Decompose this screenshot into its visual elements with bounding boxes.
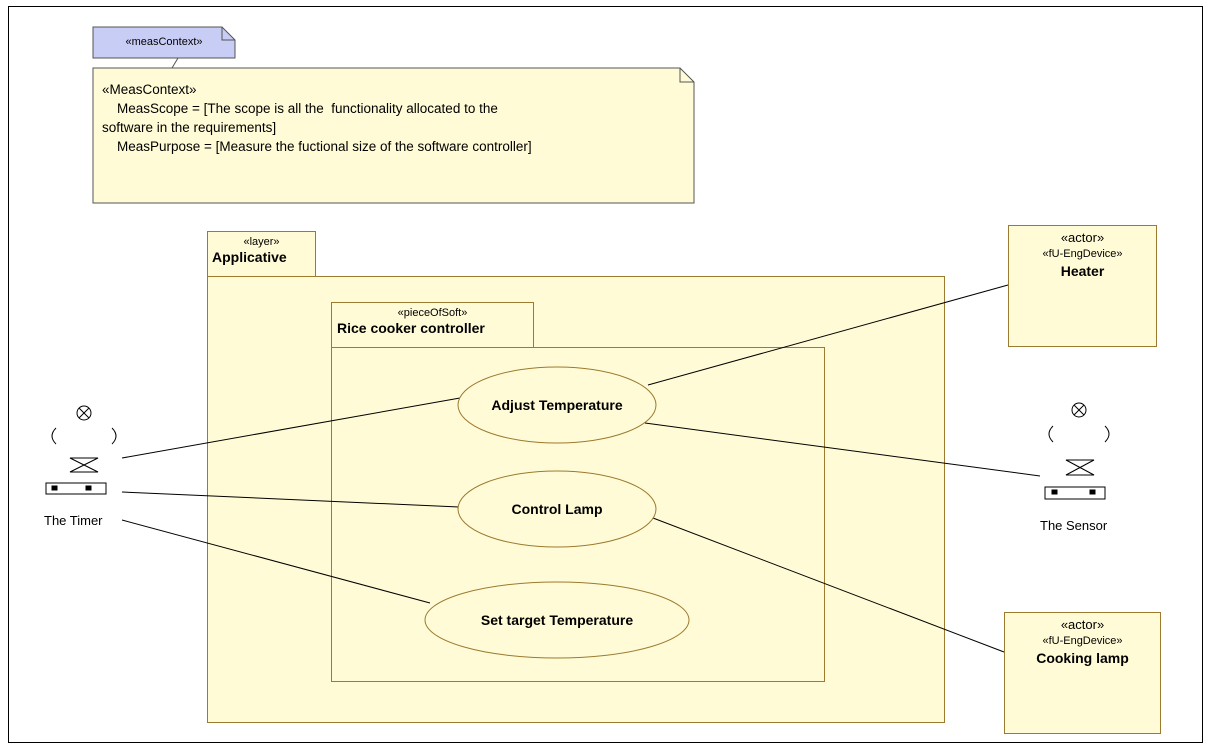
note-line: MeasScope = [The scope is all the functi…	[102, 101, 498, 116]
assoc-timer-lamp	[121, 491, 460, 508]
assoc-timer-target	[121, 519, 431, 604]
sensor-actor-label: The Sensor	[1040, 518, 1108, 533]
piece-stereotype: «pieceOfSoft»	[397, 307, 468, 319]
lamp-stereotype-device: «fU-EngDevice»	[1042, 635, 1123, 647]
use-case-set-target-temperature[interactable]	[424, 581, 690, 659]
use-case-control-lamp[interactable]	[457, 470, 657, 548]
heater-actor-box: «actor» «fU-EngDevice» Heater	[1008, 225, 1157, 347]
assoc-timer-adjust	[121, 397, 461, 459]
use-case-label: Adjust Temperature	[491, 397, 622, 413]
lamp-name: Cooking lamp	[1036, 650, 1129, 666]
heater-stereotype-device: «fU-EngDevice»	[1042, 248, 1123, 260]
note-line: «MeasContext»	[102, 82, 197, 97]
heater-name: Heater	[1060, 263, 1105, 279]
context-tag-label: «measContext»	[125, 36, 203, 48]
piece-tab: «pieceOfSoft» Rice cooker controller	[331, 302, 534, 349]
note-line: software in the requirements]	[102, 120, 277, 135]
use-case-label: Set target Temperature	[481, 612, 633, 628]
use-case-adjust-temperature[interactable]	[457, 366, 657, 444]
note-line: MeasPurpose = [Measure the fuctional siz…	[102, 139, 532, 154]
assoc-adjust-heater	[647, 284, 1009, 386]
piece-name: Rice cooker controller	[337, 320, 485, 336]
use-case-label: Control Lamp	[512, 501, 603, 517]
layer-tab: «layer» Applicative	[207, 231, 316, 277]
layer-name: Applicative	[212, 249, 287, 265]
heater-stereotype-actor: «actor»	[1060, 230, 1105, 245]
sensor-device-icon	[1044, 402, 1110, 500]
timer-actor-label: The Timer	[44, 513, 103, 528]
lamp-stereotype-actor: «actor»	[1060, 617, 1105, 632]
meas-context-note: «MeasContext» MeasScope = [The scope is …	[102, 80, 532, 156]
assoc-adjust-sensor	[644, 422, 1041, 477]
cooking-lamp-actor-box: «actor» «fU-EngDevice» Cooking lamp	[1004, 612, 1161, 734]
timer-device-icon	[45, 405, 117, 495]
layer-stereotype: «layer»	[243, 236, 280, 248]
assoc-lamp-cookinglamp	[652, 517, 1005, 653]
